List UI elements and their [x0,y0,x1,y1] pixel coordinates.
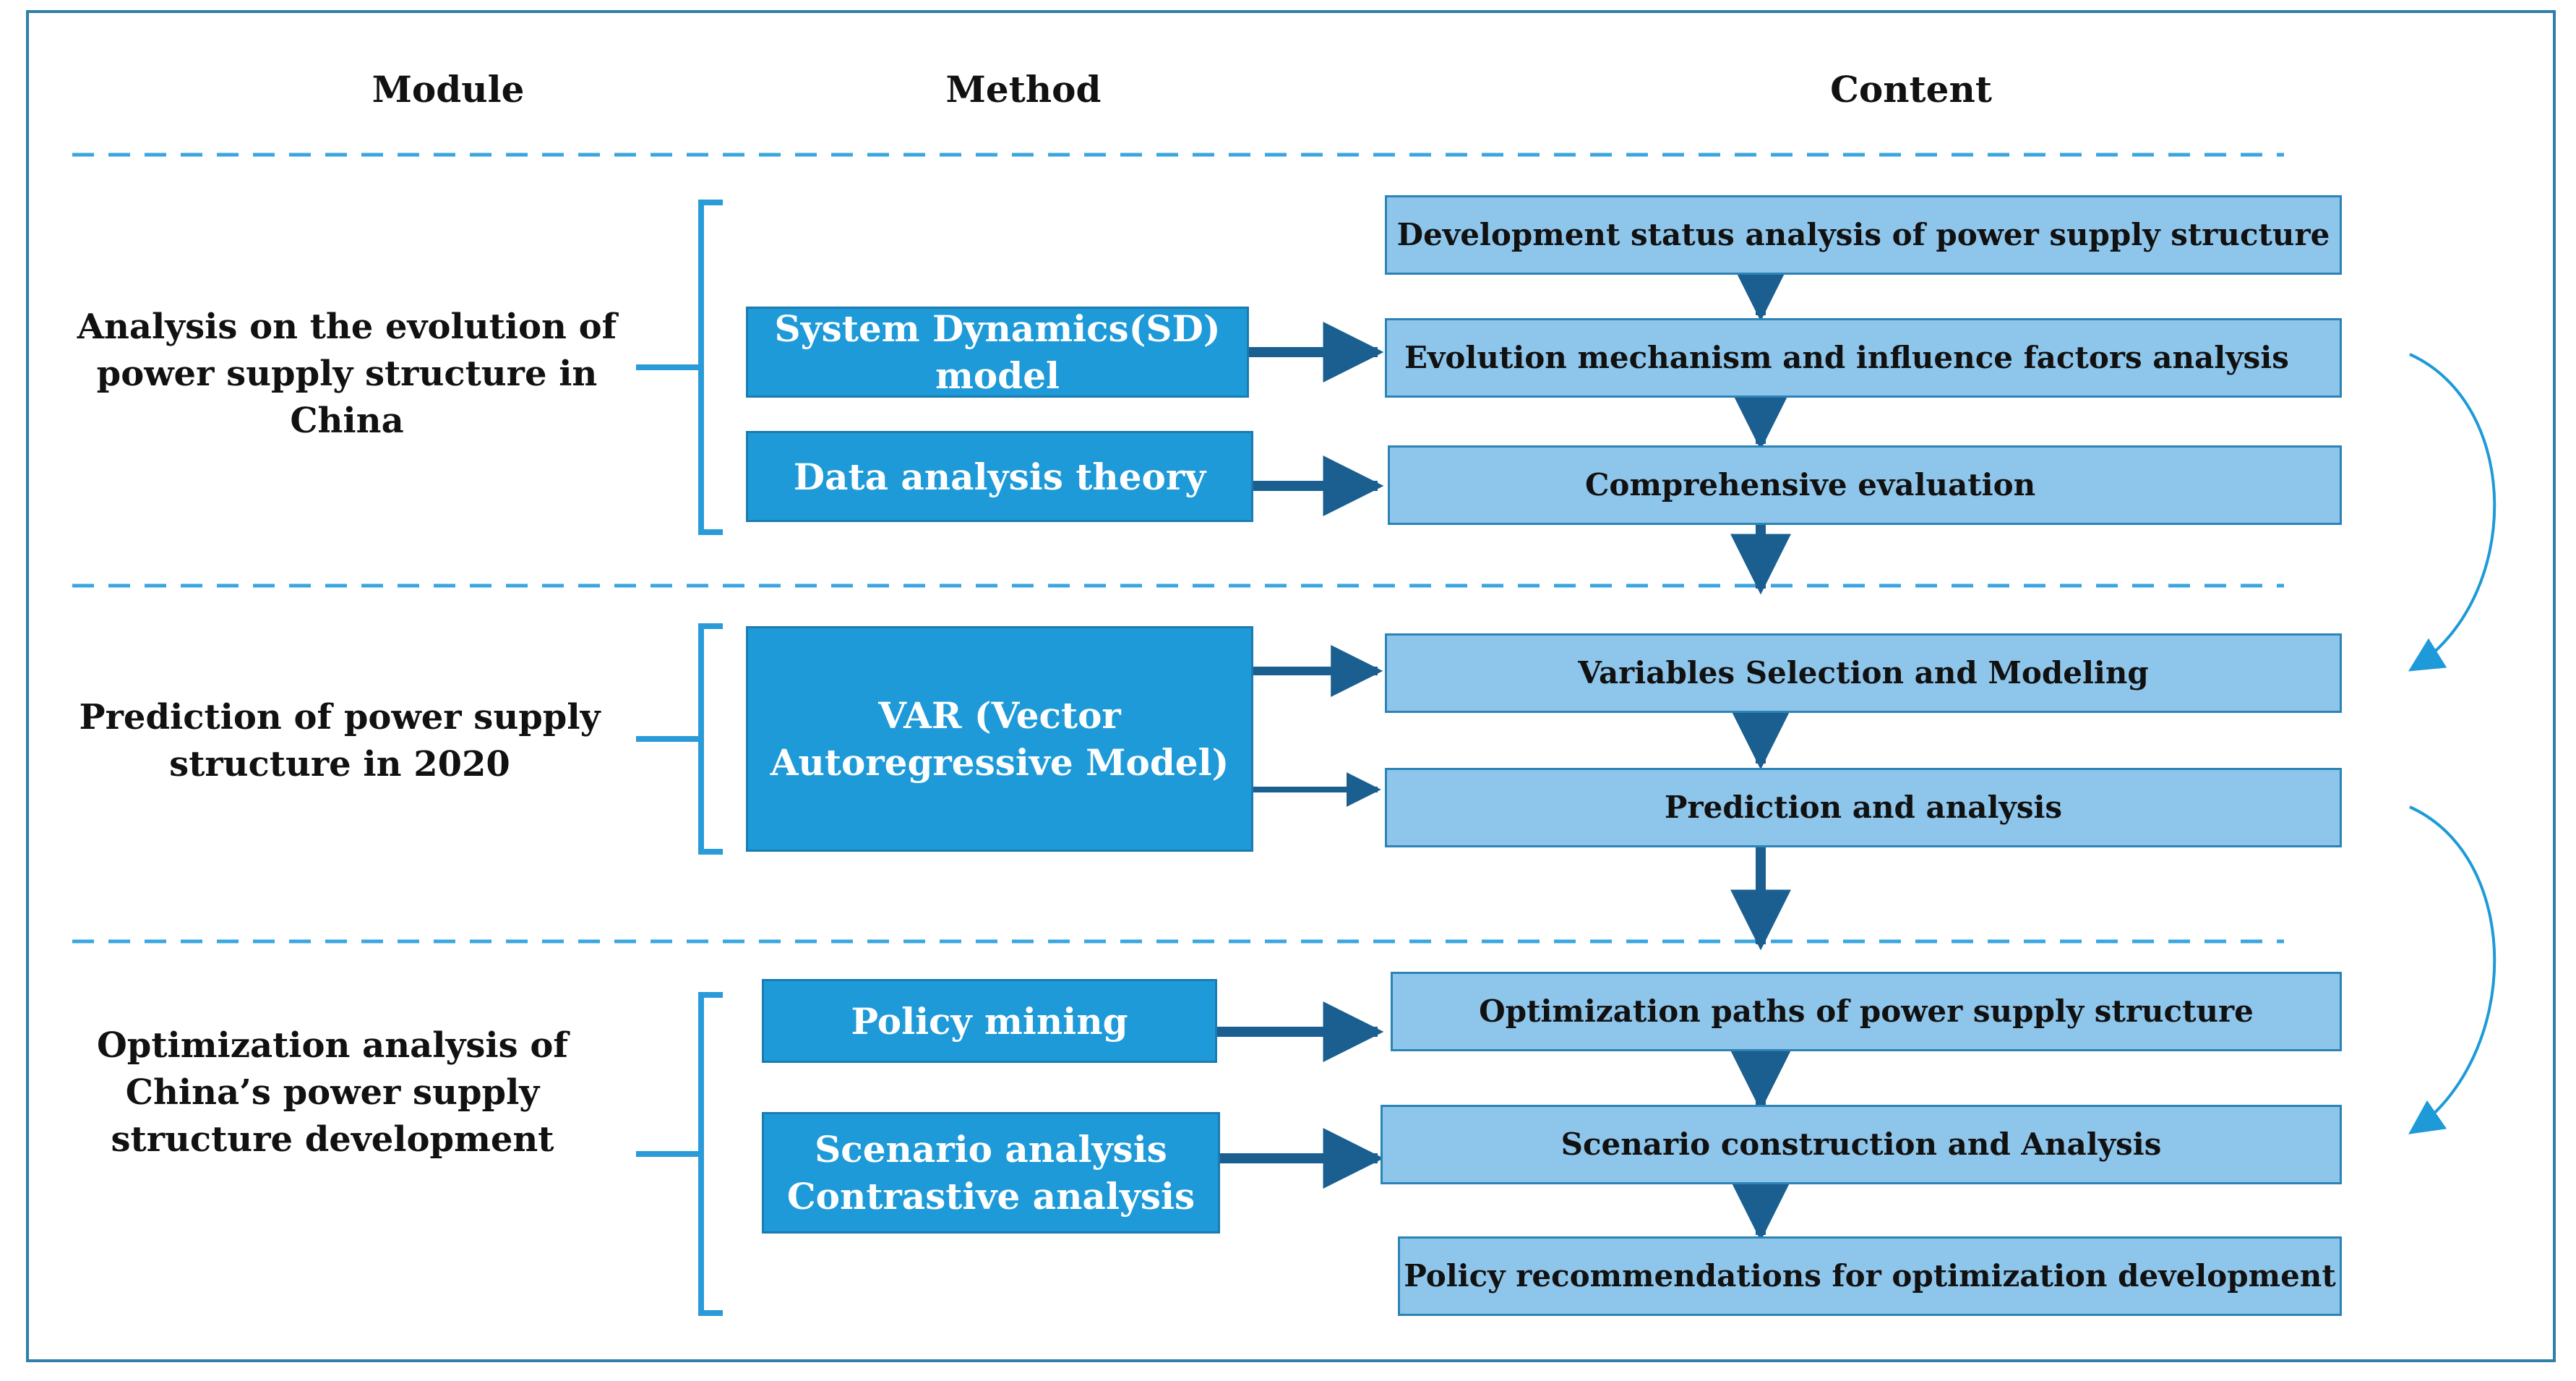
method-box-policy-mining: Policy mining [762,979,1217,1063]
method-box-var: VAR (Vector Autoregressive Model) [746,626,1253,852]
bracket-module-3 [636,992,723,1316]
content-box-comprehensive-evaluation: Comprehensive evaluation [1388,445,2342,525]
module-label-3: Optimization analysis of China’s power s… [96,1025,569,1160]
content-box-evolution-mechanism: Evolution mechanism and influence factor… [1385,318,2342,398]
module-label-2: Prediction of power supply structure in … [79,697,601,784]
curve-arrow-1 [2408,353,2496,672]
bracket-module-1 [636,200,723,535]
content-box-scenario-construction: Scenario construction and Analysis [1381,1105,2342,1184]
header-module: Module [372,68,525,111]
method-box-data-analysis: Data analysis theory [746,431,1253,522]
bracket-module-2 [636,623,723,855]
curve-arrow-2 [2408,805,2496,1134]
module-label-1: Analysis on the evolution of power suppl… [77,307,617,441]
content-box-policy-recommendations: Policy recommendations for optimization … [1398,1236,2342,1316]
method-box-sd-model: System Dynamics(SD) model [746,307,1249,398]
header-content: Content [1830,68,1992,111]
method-box-scenario: Scenario analysis Contrastive analysis [762,1112,1220,1234]
content-box-optimization-paths: Optimization paths of power supply struc… [1391,972,2342,1051]
header-method: Method [945,68,1102,111]
diagram-frame [26,10,2556,1362]
content-box-variables-selection: Variables Selection and Modeling [1385,633,2342,713]
content-box-prediction-analysis: Prediction and analysis [1385,768,2342,847]
content-box-development-status: Development status analysis of power sup… [1385,195,2342,275]
